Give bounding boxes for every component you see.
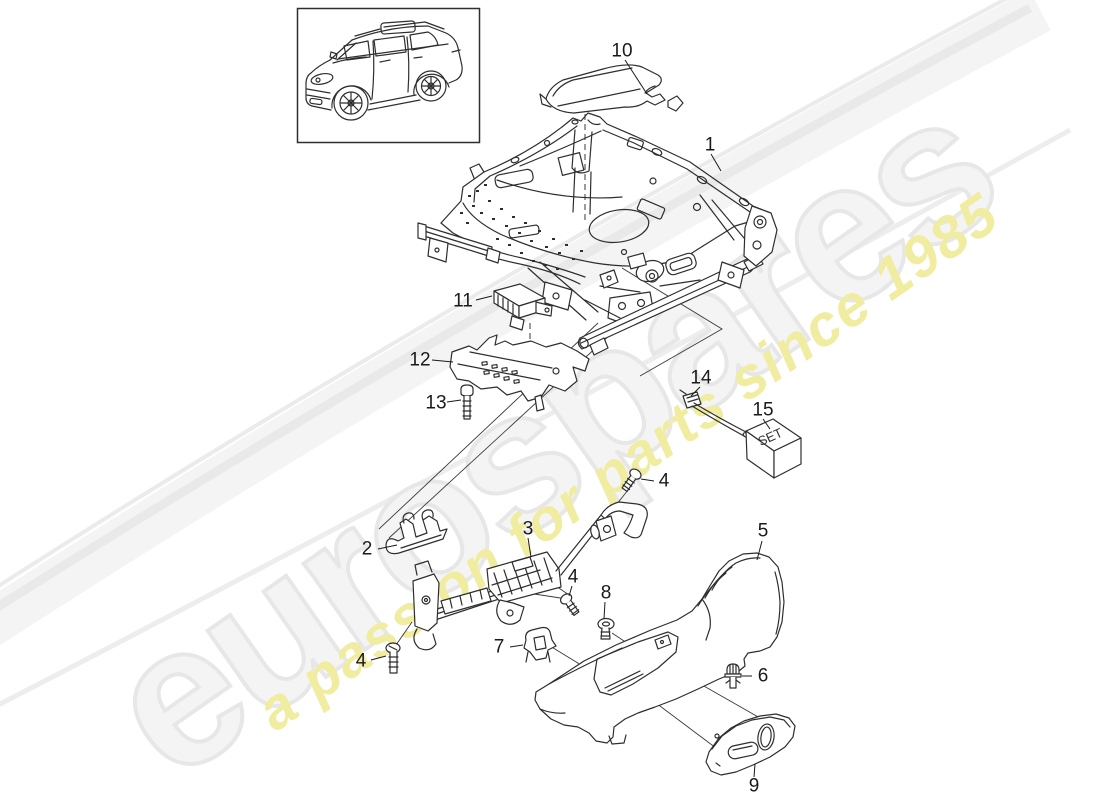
part-7-clamp: [523, 626, 557, 663]
leader-lines: [370, 59, 771, 778]
part-label-3[interactable]: 3: [522, 518, 534, 540]
part-label-15[interactable]: 15: [752, 399, 774, 421]
part-10-cover: [539, 64, 684, 114]
part-label-7[interactable]: 7: [493, 636, 505, 658]
part-label-9[interactable]: 9: [748, 775, 760, 797]
part-13-screw: [460, 384, 474, 420]
part-label-8[interactable]: 8: [600, 582, 612, 604]
part-label-13[interactable]: 13: [425, 392, 447, 414]
part-label-6[interactable]: 6: [757, 665, 769, 687]
part-label-10[interactable]: 10: [611, 40, 633, 62]
part-14-cable: [679, 389, 750, 438]
part-label-1[interactable]: 1: [704, 134, 716, 156]
part-11-motor: [493, 283, 553, 331]
part-5-side-trim: [534, 552, 785, 745]
part-6-clip: [724, 663, 742, 689]
part-8-screw: [597, 617, 615, 640]
part-12-carrier: [449, 334, 590, 412]
part-label-4[interactable]: 4: [658, 470, 670, 492]
part-15-set-box: SET: [745, 418, 802, 479]
part-2-bracket: [385, 509, 448, 555]
car-thumbnail: [296, 7, 481, 144]
part-label-11[interactable]: 11: [453, 290, 473, 312]
part-9-switch-cover: [705, 713, 796, 776]
part-4-screw-top: [621, 468, 642, 492]
part-1-seat-frame: [417, 112, 778, 356]
part-label-4[interactable]: 4: [567, 566, 579, 588]
part-4-screw-mid: [559, 593, 580, 616]
pan-holes: [460, 184, 583, 270]
cayenne-line-drawing: [305, 20, 463, 121]
part-label-12[interactable]: 12: [409, 349, 431, 371]
part-4-screw-left: [385, 642, 401, 674]
part-label-2[interactable]: 2: [361, 538, 373, 560]
part-label-14[interactable]: 14: [690, 367, 712, 389]
part-label-5[interactable]: 5: [757, 520, 769, 542]
part-3-adjuster: [412, 501, 648, 651]
part-label-4[interactable]: 4: [355, 650, 367, 672]
